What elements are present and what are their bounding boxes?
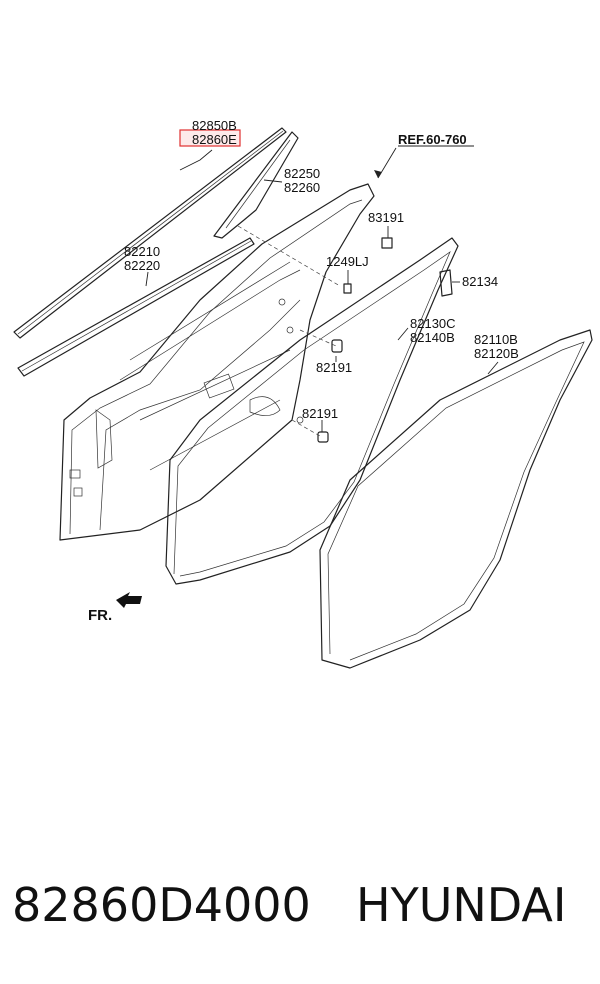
- leader-line: [263, 179, 283, 183]
- footer: 82860D4000 HYUNDAI: [0, 878, 600, 948]
- label-82220: 82220: [124, 258, 160, 273]
- front-arrow-icon: [116, 592, 142, 608]
- label-1249lj: 1249LJ: [326, 254, 369, 269]
- body-side-weatherstrip: [319, 329, 593, 669]
- label-82191-upper: 82191: [316, 360, 352, 375]
- bracket-82134: [439, 269, 453, 297]
- label-82250: 82250: [284, 166, 320, 181]
- leader-line: [179, 149, 213, 171]
- front-direction-indicator: FR.: [88, 592, 142, 624]
- label-83191: 83191: [368, 210, 404, 225]
- plug-82191-upper: [331, 339, 343, 353]
- label-82260: 82260: [284, 180, 320, 195]
- highlight-box: [179, 129, 241, 147]
- label-82140b: 82140B: [410, 330, 455, 345]
- label-82860e: 82860E: [192, 132, 237, 147]
- leader-line: [487, 361, 499, 375]
- label-ref-60-760: REF.60-760: [398, 132, 467, 147]
- label-82191-lower: 82191: [302, 406, 338, 421]
- reference-dash-line: [237, 225, 341, 287]
- plug-82191-lower: [317, 431, 329, 443]
- bolt-1249lj: [343, 283, 352, 294]
- brand-name: HYUNDAI: [356, 878, 567, 932]
- ref-arrow-icon: [374, 170, 382, 178]
- door-side-weatherstrip: [165, 237, 459, 585]
- clip-83191: [381, 237, 393, 249]
- part-number: 82860D4000: [12, 878, 311, 932]
- label-82110b: 82110B: [474, 332, 518, 347]
- label-82850b: 82850B: [192, 118, 237, 133]
- belt-moulding-outer: [13, 127, 287, 339]
- leader-line: [145, 271, 149, 287]
- label-82134: 82134: [462, 274, 498, 289]
- label-82120b: 82120B: [474, 346, 519, 361]
- belt-weatherstrip-inner: [17, 237, 255, 377]
- label-82210: 82210: [124, 244, 160, 259]
- label-82130c: 82130C: [410, 316, 456, 331]
- reference-dash-line: [291, 419, 321, 437]
- label-fr: FR.: [88, 607, 112, 624]
- leader-line: [397, 327, 409, 341]
- delta-moulding: [213, 131, 299, 239]
